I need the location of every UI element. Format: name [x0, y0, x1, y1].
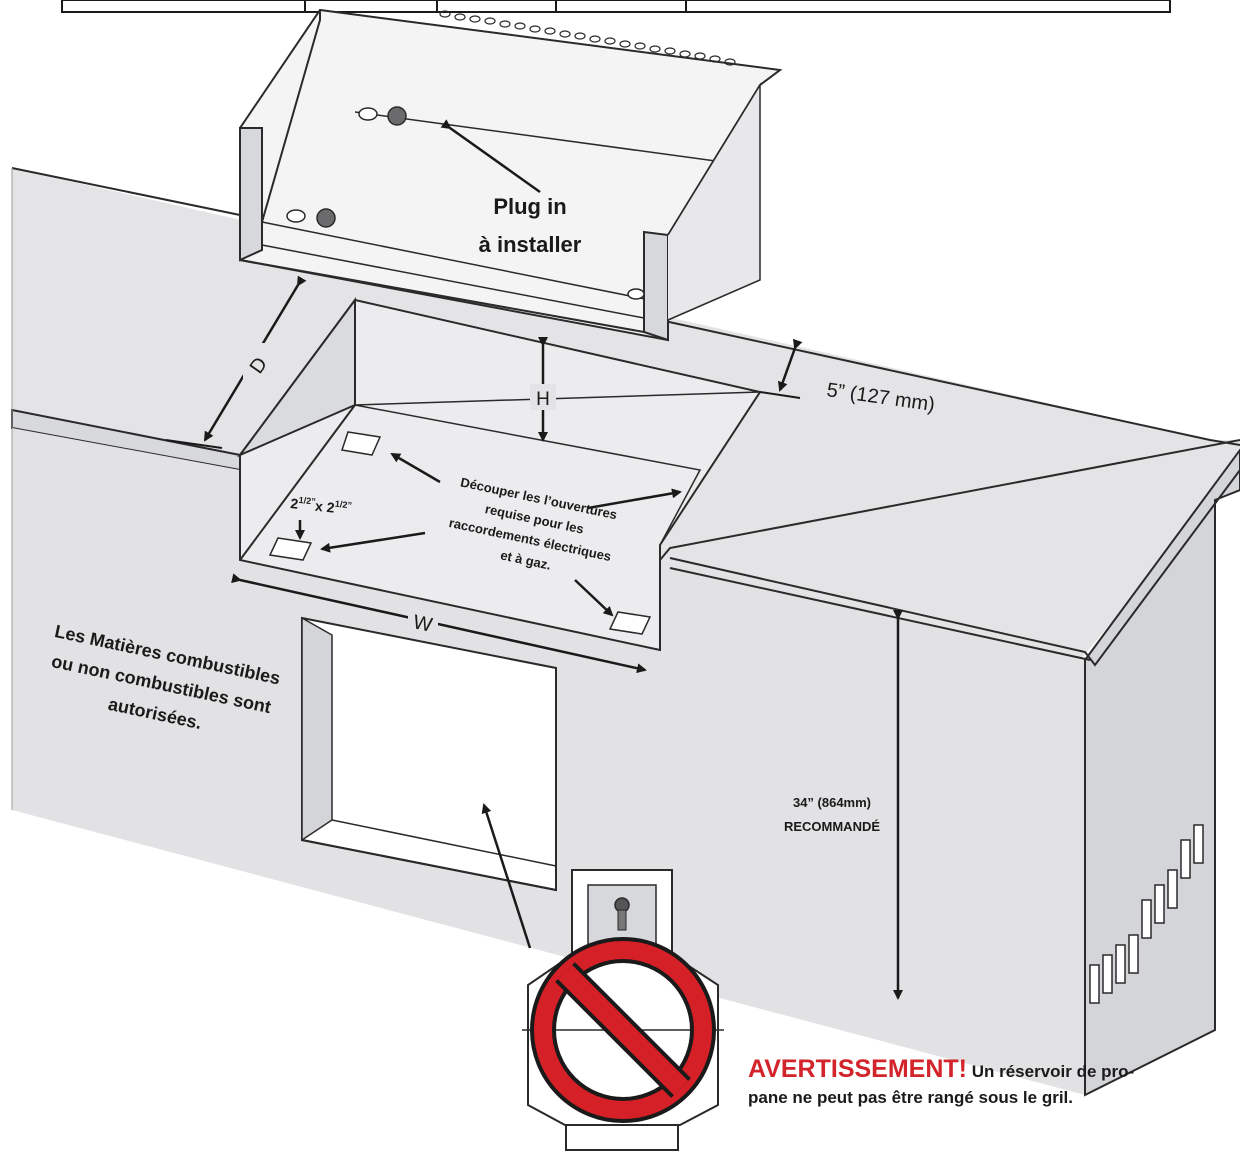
plug-in-label-line1: Plug in: [493, 194, 566, 219]
height-label: H: [536, 389, 550, 410]
width-label: W: [411, 611, 434, 636]
insert-vent-dots: [439, 10, 736, 66]
vent-slots: [1089, 824, 1204, 1004]
counter-height-value: 34” (864mm): [793, 795, 871, 810]
warning-line2: pane ne peut pas être rangé sous le gril…: [748, 1088, 1073, 1107]
header-table: [61, 0, 1171, 13]
counter-height-note: RECOMMANDÉ: [784, 819, 880, 834]
grill-insert: [239, 8, 783, 342]
plug-in-label-line2: à installer: [479, 232, 582, 257]
prohibition-icon: [530, 937, 716, 1123]
cutout-hole-left: [268, 537, 313, 561]
cutout-hole-top: [341, 431, 382, 456]
cutout-size-label: 21/2”x 21/2”: [290, 494, 353, 517]
access-door-opening: [301, 616, 557, 892]
warning-line1: AVERTISSEMENT! Un réservoir de pro-: [748, 1055, 1134, 1083]
